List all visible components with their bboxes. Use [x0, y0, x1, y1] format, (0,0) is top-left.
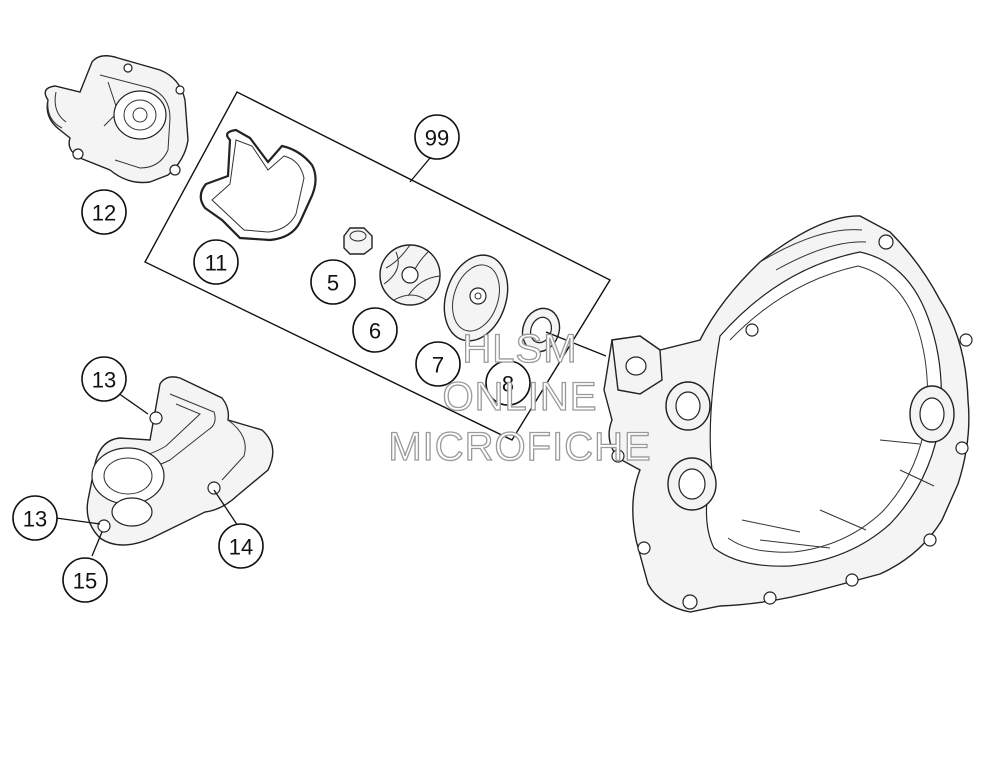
callout-5[interactable]: 5 [310, 259, 356, 305]
callout-14[interactable]: 14 [218, 523, 264, 569]
leader-lines [55, 157, 607, 557]
watermark-line-3: MICROFICHE [388, 425, 651, 469]
callout-99[interactable]: 99 [414, 114, 460, 160]
callout-13-lower-label: 13 [23, 507, 47, 532]
callout-15-label: 15 [73, 569, 97, 594]
callout-13-upper[interactable]: 13 [81, 356, 127, 402]
callout-13-lower[interactable]: 13 [12, 495, 58, 541]
callout-5-label: 5 [327, 271, 339, 296]
callout-7[interactable]: 7 [415, 341, 461, 387]
callout-7-label: 7 [432, 353, 444, 378]
seal-disc-part[interactable] [434, 247, 518, 349]
watermark: HLSM ONLINE MICROFICHE [388, 326, 652, 469]
callout-6-label: 6 [369, 319, 381, 344]
watermark-line-2: ONLINE [443, 375, 598, 419]
kit-outline-box [144, 91, 611, 441]
gasket-part[interactable] [199, 128, 317, 242]
callout-6[interactable]: 6 [352, 307, 398, 353]
callout-15[interactable]: 15 [62, 557, 108, 603]
callout-11-label: 11 [205, 251, 228, 276]
water-pump-cover-part[interactable] [86, 376, 274, 546]
clutch-cover-part[interactable] [603, 215, 973, 613]
nut-part[interactable] [343, 227, 373, 255]
callout-13-upper-label: 13 [92, 368, 116, 393]
callout-12-label: 12 [92, 201, 116, 226]
callout-8[interactable]: 8 [485, 360, 531, 406]
callout-8-label: 8 [502, 372, 514, 397]
watermark-line-1: HLSM [462, 327, 577, 371]
callout-99-label: 99 [425, 126, 449, 151]
callout-12[interactable]: 12 [81, 189, 127, 235]
callout-11[interactable]: 11 [193, 239, 239, 285]
impeller-part[interactable] [379, 244, 441, 306]
water-pump-housing-part[interactable] [44, 55, 189, 184]
callout-14-label: 14 [229, 535, 253, 560]
